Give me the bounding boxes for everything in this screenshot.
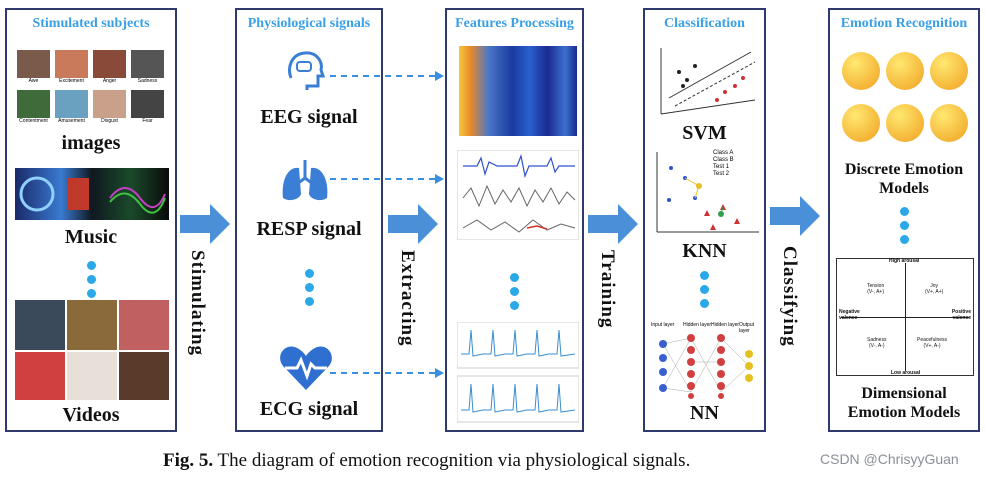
thumb-label: Anger <box>102 78 117 84</box>
features-processing-panel: Features Processing <box>445 8 584 432</box>
emoji-icon <box>842 52 880 90</box>
emoji-icon <box>930 52 968 90</box>
quadrant-coord: (V+, A+) <box>925 289 944 295</box>
discrete-models-label: Discrete Emotion Models <box>844 161 964 197</box>
axis-positive-valence: Positive valence <box>951 309 971 321</box>
music-icon <box>19 176 166 214</box>
emoji-icon <box>930 104 968 142</box>
spectrogram <box>459 46 577 136</box>
classifying-arrow <box>770 196 820 236</box>
ellipsis-dots <box>645 266 764 313</box>
resp-signal-label: RESP signal <box>256 218 362 240</box>
music-label: Music <box>64 226 118 248</box>
step-classifying: Classifying <box>779 246 800 347</box>
stimulated-subjects-panel: Stimulated subjects Awe Excitement Anger… <box>5 8 177 432</box>
image-thumbnails: Awe Excitement Anger Sadness Contentment… <box>17 50 167 130</box>
nn-diagram <box>659 334 753 399</box>
valence-arousal-quadrant: High arousal Low arousal Negative valenc… <box>836 258 974 376</box>
legend-item: Class B <box>713 157 734 163</box>
panel-title: Classification <box>664 16 745 31</box>
step-extracting: Extracting <box>397 250 418 347</box>
physiological-signals-panel: Physiological signals EEG signal RESP si… <box>235 8 383 432</box>
quadrant-tension: Tension <box>867 283 885 289</box>
quadrant-peacefulness: Peacefulness <box>917 337 948 343</box>
knn-label: KNN <box>682 240 727 262</box>
stimulating-arrow <box>180 204 230 244</box>
quadrant-sadness: Sadness <box>867 337 887 343</box>
emoji-grid <box>840 50 972 150</box>
layer-label: Hidden layer <box>683 322 712 328</box>
dimensional-models-label: Dimensional Emotion Models <box>847 385 961 421</box>
ellipsis-dots <box>7 256 175 303</box>
step-training: Training <box>597 250 618 329</box>
layer-label: Input layer <box>651 322 675 328</box>
video-collage <box>15 300 169 400</box>
heart-icon <box>280 346 332 390</box>
emotion-recognition-panel: Emotion Recognition Discrete Emotion Mod… <box>828 8 980 432</box>
layer-label: Output layer <box>739 322 755 334</box>
legend-item: Test 1 <box>713 164 730 170</box>
thumb-label: Disgust <box>101 118 118 124</box>
panel-title: Emotion Recognition <box>840 16 968 31</box>
quadrant-coord: (V-, A-) <box>868 343 885 349</box>
knn-plot <box>656 152 759 233</box>
thumb-label: Contentment <box>19 118 48 124</box>
thumb-label: Awe <box>28 78 39 84</box>
quadrant-coord: (V+, A-) <box>923 343 941 349</box>
layer-label: Hidden layer <box>711 322 740 328</box>
ecg-signal-label: ECG signal <box>259 398 359 420</box>
eeg-signal-label: EEG signal <box>260 106 358 128</box>
images-label: images <box>61 132 121 154</box>
dashed-connectors <box>330 71 444 378</box>
extracting-arrow <box>388 204 438 244</box>
caption-text: The diagram of emotion recognition via p… <box>213 450 691 471</box>
figure-caption: Fig. 5. The diagram of emotion recogniti… <box>163 450 690 472</box>
ellipsis-dots <box>237 264 381 311</box>
emoji-icon <box>886 52 924 90</box>
quadrant-joy: Joy <box>930 283 939 289</box>
thumb-label: Fear <box>142 118 153 124</box>
panel-title: Physiological signals <box>247 16 371 31</box>
lungs-icon <box>282 160 328 201</box>
panel-title: Stimulated subjects <box>32 16 150 31</box>
svm-label: SVM <box>682 122 727 144</box>
axis-low-arousal: Low arousal <box>891 370 921 376</box>
panel-title: Features Processing <box>455 16 574 31</box>
svm-plot <box>660 48 756 115</box>
quadrant-coord: (V-, A+) <box>867 289 885 295</box>
ellipsis-dots <box>830 202 978 249</box>
legend-item: Class A <box>713 150 734 156</box>
ellipsis-dots <box>447 268 582 315</box>
thumb-label: Excitement <box>59 78 84 84</box>
emoji-icon <box>886 104 924 142</box>
emoji-icon <box>842 104 880 142</box>
thumb-label: Sadness <box>137 78 158 84</box>
classification-panel: Classification SVM Class A Class B Test … <box>643 8 766 432</box>
videos-label: Videos <box>62 404 120 426</box>
thumb-label: Amusement <box>58 118 85 124</box>
axis-negative-valence: Negative valence <box>839 309 860 321</box>
step-stimulating: Stimulating <box>187 250 208 357</box>
legend-item: Test 2 <box>713 171 730 177</box>
knn-legend: Class A Class B Test 1 Test 2 <box>713 150 734 178</box>
ecg-waveforms <box>457 322 579 423</box>
watermark: CSDN @ChrisyyGuan <box>820 451 959 467</box>
brain-icon <box>288 51 326 90</box>
training-arrow <box>588 204 638 244</box>
resp-waveforms <box>457 150 579 240</box>
figure-number: Fig. 5. <box>163 450 214 471</box>
music-banner <box>15 168 169 220</box>
nn-label: NN <box>690 402 719 424</box>
axis-high-arousal: High arousal <box>889 258 920 264</box>
